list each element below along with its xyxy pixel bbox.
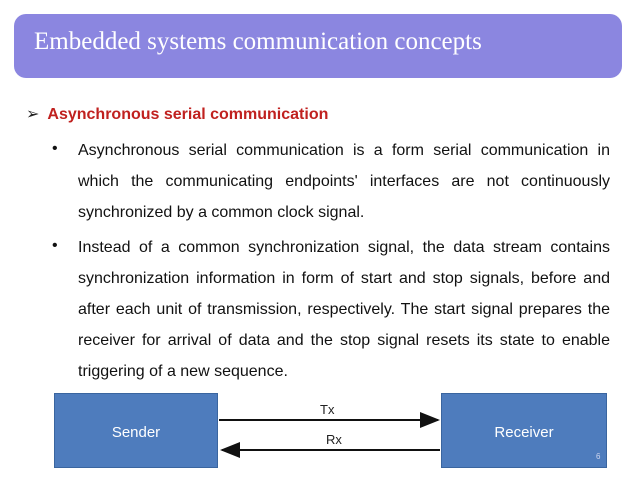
bullet-text: Instead of a common synchronization sign… <box>78 239 610 380</box>
slide-number: 6 <box>596 452 601 461</box>
slide-title: Embedded systems communication concepts <box>34 28 482 55</box>
receiver-label: Receiver <box>494 424 554 441</box>
section-heading: ➢ Asynchronous serial communication <box>26 104 328 124</box>
tx-label: Tx <box>320 402 335 417</box>
sender-label: Sender <box>111 424 161 441</box>
title-bar: Embedded systems communication concepts <box>14 14 622 78</box>
receiver-box: Receiver <box>441 393 607 468</box>
bullet-icon: • <box>52 237 58 254</box>
section-heading-text: Asynchronous serial communication <box>47 106 329 123</box>
bullet-text: Asynchronous serial communication is a f… <box>78 142 610 221</box>
bullet-icon: • <box>52 140 58 157</box>
sender-box: Sender <box>54 393 218 468</box>
arrow-bullet-icon: ➢ <box>26 106 40 123</box>
rx-label: Rx <box>326 432 342 447</box>
